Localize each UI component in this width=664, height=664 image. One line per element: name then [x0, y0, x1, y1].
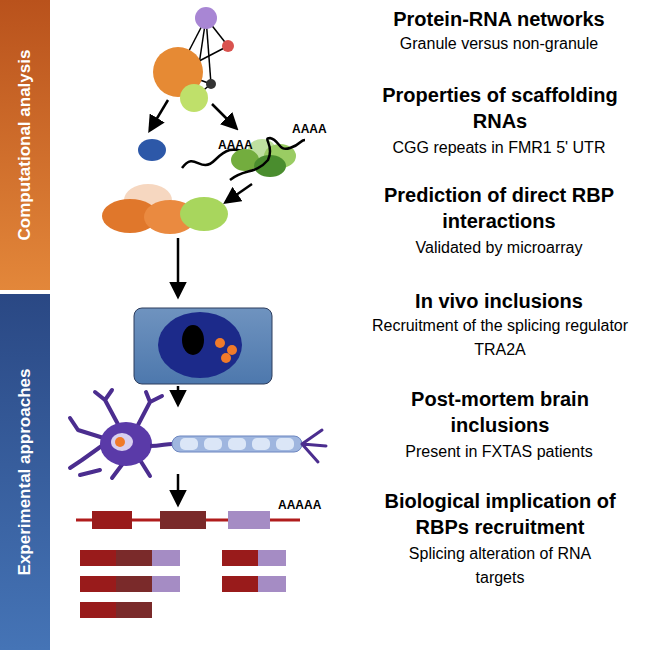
band-label: Experimental approaches [15, 369, 35, 576]
step-heading: In vivo inclusions [340, 288, 658, 314]
step-note: CGG repeats in FMR1 5' UTR [340, 136, 658, 160]
section-band: Computational analysis [0, 0, 50, 290]
step-heading: Post-mortem brain inclusions [380, 386, 620, 438]
polya-tail: AAAA [292, 122, 332, 136]
step-heading: Prediction of direct RBP interactions [340, 182, 658, 234]
splice-isoforms [80, 550, 286, 618]
step-note: Recruitment of the splicing regulator TR… [360, 314, 640, 362]
polya-tail: AAAAA [278, 498, 328, 512]
step-note: Splicing alteration of RNA targets [400, 542, 600, 590]
step-note: Validated by microarray [340, 236, 658, 260]
step-heading: Protein-RNA networks [340, 6, 658, 32]
step-note: Present in FXTAS patients [340, 440, 658, 464]
neuron [70, 390, 326, 478]
step-heading: Biological implication of RBPs recruitme… [370, 488, 630, 540]
polya-tail: AAAA [218, 138, 258, 152]
step-note: Granule versus non-granule [340, 32, 658, 56]
band-label: Computational analysis [15, 50, 35, 241]
step-heading: Properties of scaffolding RNAs [380, 82, 620, 134]
section-band: Experimental approaches [0, 294, 50, 650]
